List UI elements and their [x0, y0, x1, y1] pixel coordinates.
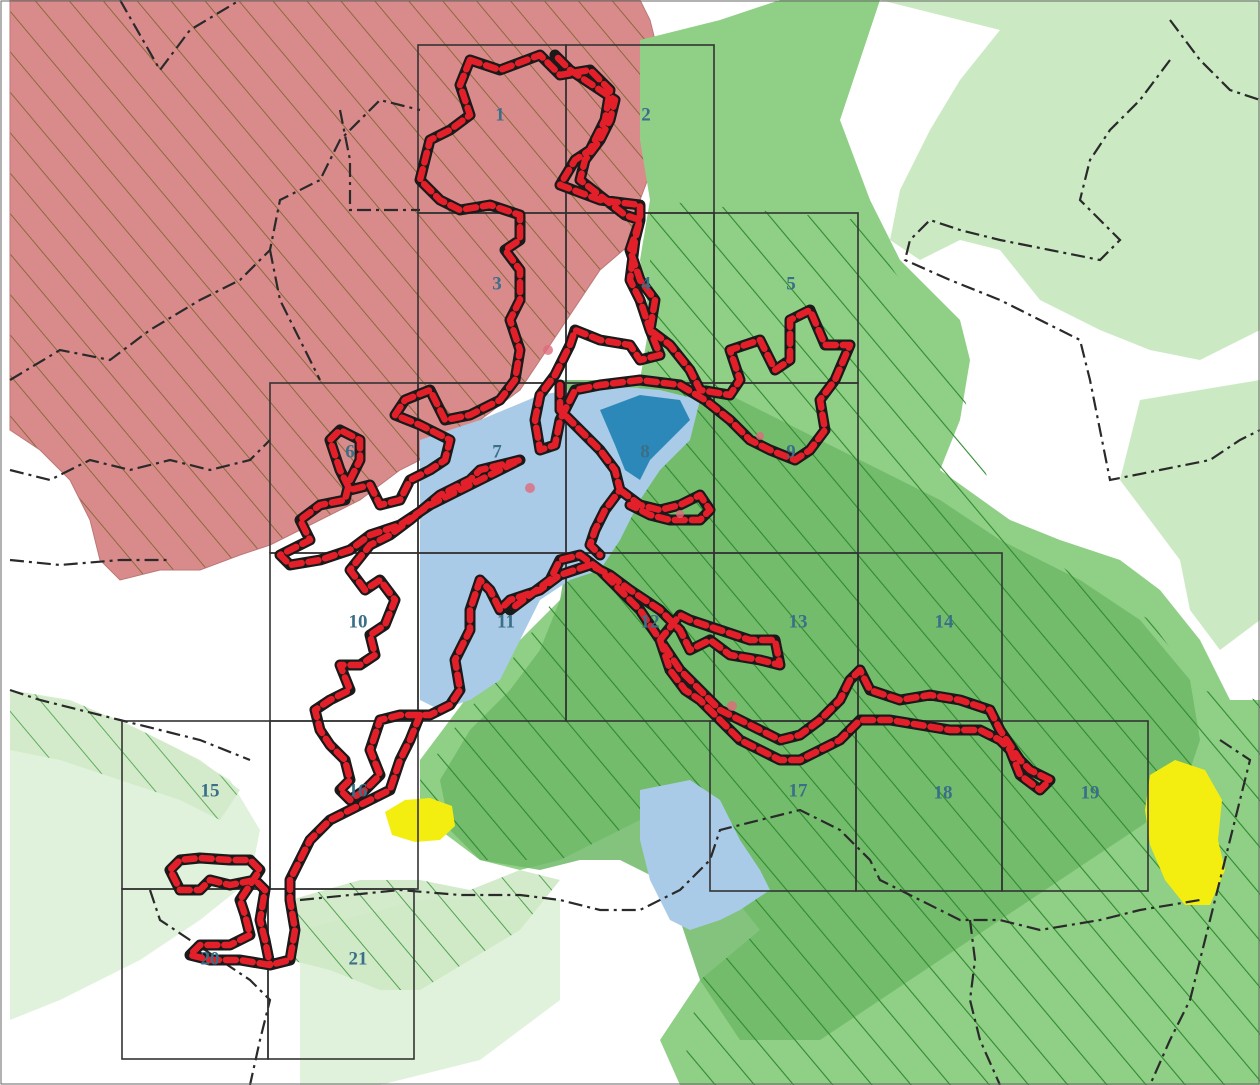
sheet-label-21: 21: [349, 948, 368, 969]
sheet-label-7: 7: [492, 441, 502, 462]
sheet-label-8: 8: [640, 441, 650, 462]
sheet-label-1: 1: [495, 104, 505, 125]
sheet-labels: 1 2 3 4 5 6 7 8 9 10 11 12 13 14 15 16 1…: [201, 104, 1100, 969]
sheet-label-3: 3: [492, 273, 502, 294]
sheet-label-9: 9: [786, 441, 796, 462]
water-body: [600, 395, 690, 480]
sheet-label-20: 20: [201, 948, 220, 969]
sheet-label-13: 13: [789, 611, 808, 632]
sheet-label-5: 5: [786, 273, 796, 294]
green-hatch-south: [290, 870, 560, 990]
yellow-zone-west: [385, 798, 455, 842]
sheet-label-2: 2: [641, 104, 651, 125]
blue-zone-south: [640, 780, 770, 930]
sheet-label-12: 12: [641, 611, 660, 632]
green-hatch-southwest: [10, 690, 240, 820]
sheet-label-19: 19: [1081, 782, 1100, 803]
sheet-label-17: 17: [789, 780, 809, 801]
sheet-label-11: 11: [497, 611, 515, 632]
sheet-label-15: 15: [201, 780, 220, 801]
point-markers: [525, 345, 764, 711]
yellow-zone-east: [1145, 760, 1225, 905]
sheet-label-16: 16: [349, 780, 368, 801]
sheet-label-18: 18: [934, 782, 953, 803]
admin-boundaries: [9, 0, 1260, 1085]
sheet-label-10: 10: [349, 611, 368, 632]
sheet-label-14: 14: [935, 611, 955, 632]
sheet-label-4: 4: [641, 273, 651, 294]
sheet-label-6: 6: [345, 441, 355, 462]
green-hatch-overlay: [420, 200, 1260, 1085]
